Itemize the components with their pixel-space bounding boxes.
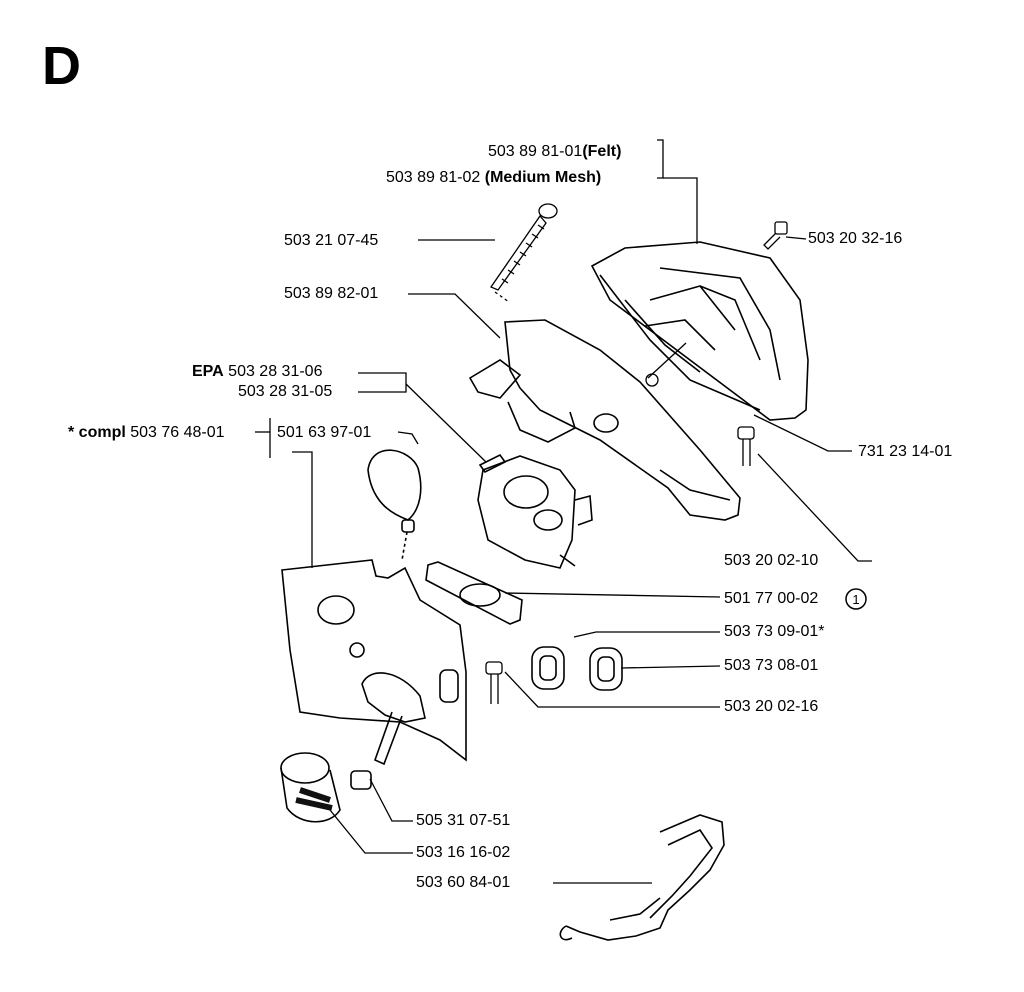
part-label-gasket: 501 77 00-02 bbox=[724, 590, 819, 607]
grommet-part-a bbox=[531, 646, 565, 690]
bracket-plate-part bbox=[281, 559, 467, 762]
holder-screw-part bbox=[737, 426, 755, 466]
part-label-grommet-a: 503 73 09-01* bbox=[724, 623, 825, 640]
note-circle bbox=[845, 588, 867, 610]
part-label-nut: 731 23 14-01 bbox=[858, 443, 953, 460]
grommet-part-b bbox=[589, 647, 623, 691]
part-label-filter-mesh: 503 89 81-02 (Medium Mesh) bbox=[386, 169, 602, 186]
lever-part bbox=[361, 672, 426, 766]
air-filter-cover-part bbox=[590, 241, 809, 421]
part-label-throttle-link: 503 60 84-01 bbox=[416, 874, 511, 891]
section-letter: D bbox=[42, 36, 81, 96]
leader-lines bbox=[255, 139, 872, 884]
sleeve-part bbox=[350, 770, 372, 790]
knob-part bbox=[280, 752, 341, 823]
cover-screw-part bbox=[763, 221, 788, 250]
bracket-screw-part bbox=[485, 661, 503, 704]
part-label-cover-screw: 503 20 32-16 bbox=[808, 230, 903, 247]
filter-holder-part bbox=[468, 319, 741, 521]
part-label-bracket-screw: 503 20 02-16 bbox=[724, 698, 819, 715]
nut-part bbox=[645, 373, 659, 387]
throttle-link-part bbox=[559, 814, 725, 941]
part-label-long-screw: 503 21 07-45 bbox=[284, 232, 379, 249]
part-label-compl: * compl 503 76 48-01 bbox=[68, 424, 225, 441]
part-label-knob: 503 16 16-02 bbox=[416, 844, 511, 861]
primer-bulb-part bbox=[367, 449, 422, 561]
part-label-holder-screw: 503 20 02-10 bbox=[724, 552, 819, 569]
part-label-carburetor-epa: EPA 503 28 31-06 bbox=[192, 363, 323, 380]
part-label-filter-felt: 503 89 81-01(Felt) bbox=[488, 143, 622, 160]
part-label-carburetor: 503 28 31-05 bbox=[238, 383, 333, 400]
part-label-primer: 501 63 97-01 bbox=[277, 424, 372, 441]
gasket-note-number: 1 bbox=[852, 592, 860, 607]
part-label-filter-holder: 503 89 82-01 bbox=[284, 285, 379, 302]
carburetor-part bbox=[477, 453, 593, 569]
long-screw-part bbox=[490, 203, 558, 303]
gasket-part bbox=[425, 561, 523, 625]
part-label-grommet-b: 503 73 08-01 bbox=[724, 657, 819, 674]
part-label-sleeve: 505 31 07-51 bbox=[416, 812, 511, 829]
